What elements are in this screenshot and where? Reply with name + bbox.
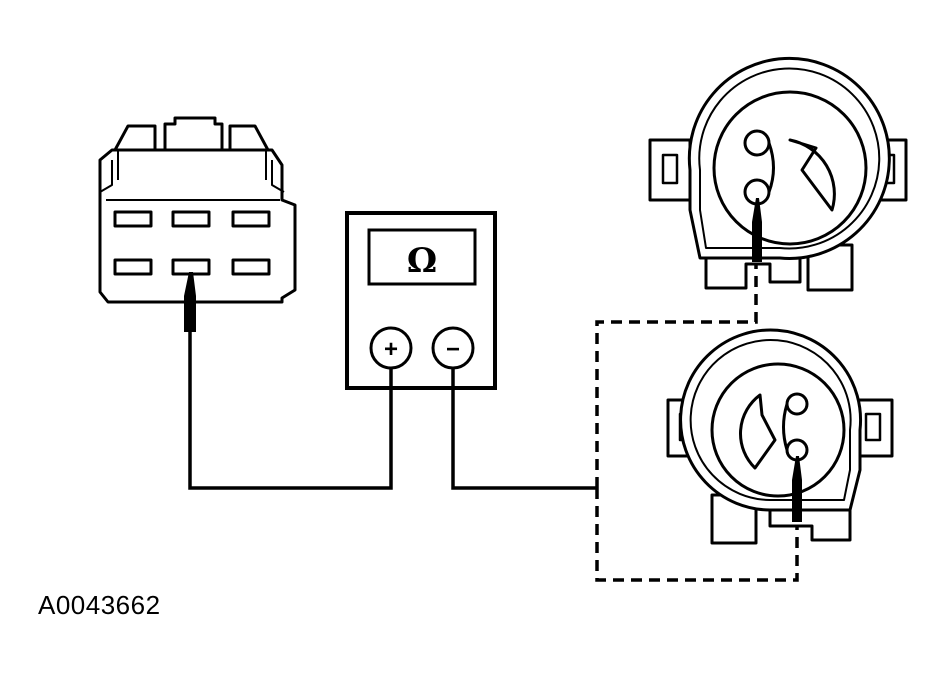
connector-latch: [113, 124, 157, 152]
connector-cavity: [231, 258, 271, 276]
connector-cavity: [171, 210, 211, 228]
connector-probe: [184, 272, 196, 332]
component-lower-probe: [792, 456, 802, 522]
connector-cavity: [231, 210, 271, 228]
harness-connector: [98, 116, 297, 304]
negative-lead: [451, 368, 597, 490]
component-lower: [666, 328, 894, 545]
ohm-symbol: Ω: [407, 241, 437, 281]
positive-lead: [188, 332, 393, 490]
connector-cavity: [113, 258, 153, 276]
component-upper: [648, 57, 908, 292]
figure-code: A0043662: [38, 590, 161, 620]
test-leads: [188, 262, 799, 582]
component-upper-probe: [752, 198, 762, 262]
connector-cavity: [171, 258, 211, 276]
jumper-dashed-upper: [595, 262, 758, 488]
ohmmeter: Ω + −: [345, 211, 497, 390]
pin-socket: [785, 392, 809, 416]
positive-terminal-label: +: [384, 336, 398, 363]
pin-socket: [743, 129, 771, 157]
negative-terminal-label: −: [446, 336, 460, 363]
ohmmeter-display: [367, 228, 477, 286]
jumper-dashed-lower: [595, 488, 799, 582]
connector-cavity: [113, 210, 153, 228]
